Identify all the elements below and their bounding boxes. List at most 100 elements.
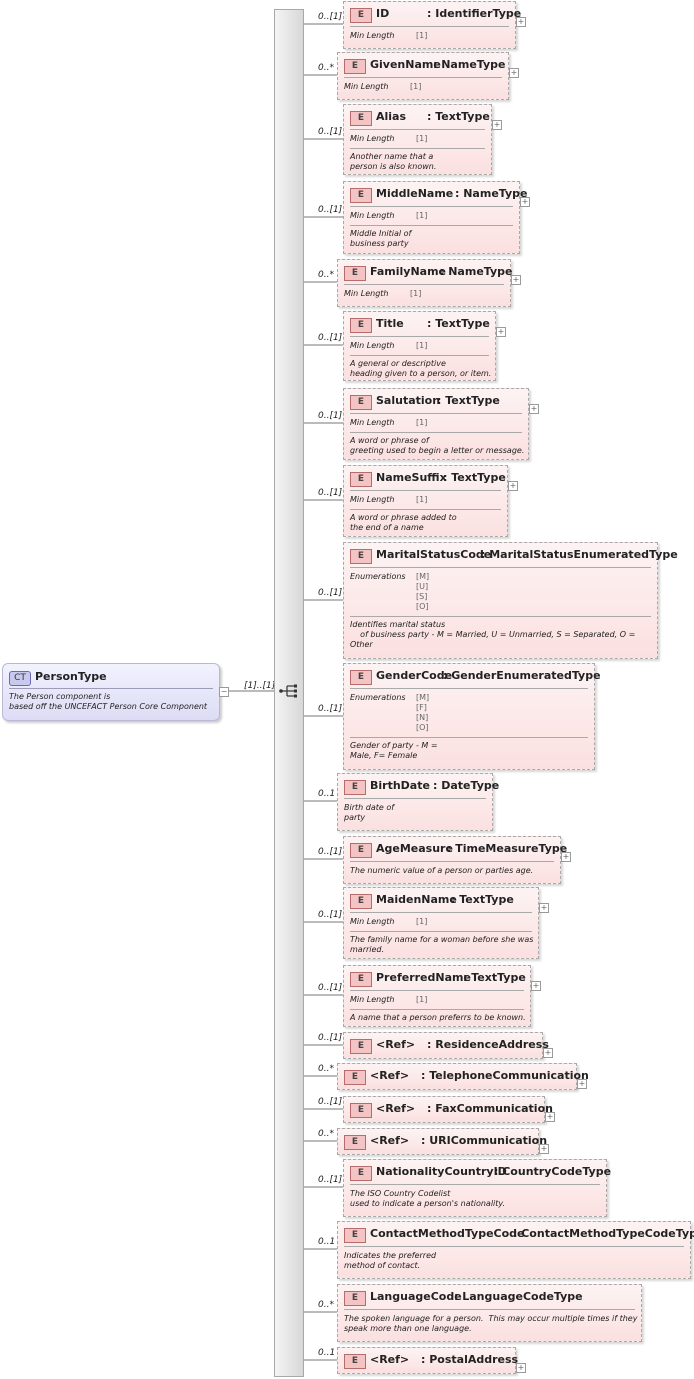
element-cardinality: 0..* xyxy=(318,270,334,280)
element-type: : TimeMeasureType xyxy=(447,842,568,855)
element-name: <Ref> xyxy=(370,1134,410,1147)
expand-icon[interactable]: + xyxy=(539,903,549,913)
expand-icon[interactable]: + xyxy=(529,404,539,414)
sequence-cardinality: [1]..[1] xyxy=(244,681,276,691)
element-cardinality: 0..1 xyxy=(318,1237,336,1247)
element-name: Alias xyxy=(376,110,407,123)
element-tag-icon: E xyxy=(350,395,372,410)
divider xyxy=(344,1309,635,1310)
expand-icon[interactable]: + xyxy=(508,481,518,491)
element-cardinality: 0..* xyxy=(318,63,334,73)
complex-type-name: PersonType xyxy=(35,670,107,683)
element-doc: A word or phrase of greeting used to beg… xyxy=(350,436,525,455)
element-name: <Ref> xyxy=(370,1353,410,1366)
element-type: : MaritalStatusEnumeratedType xyxy=(481,548,678,561)
element-box[interactable]: E<Ref>: PostalAddress xyxy=(337,1347,518,1374)
divider xyxy=(350,990,524,991)
divider xyxy=(350,912,532,913)
expand-icon[interactable]: + xyxy=(520,197,530,207)
expand-icon[interactable]: + xyxy=(561,852,571,862)
element-doc: A word or phrase added to the end of a n… xyxy=(350,513,457,532)
element-doc: Gender of party - M = Male, F= Female xyxy=(350,741,438,760)
expand-icon[interactable]: + xyxy=(577,1079,587,1089)
element-cardinality: 0..* xyxy=(318,1129,334,1139)
element-box[interactable]: E<Ref>: TelephoneCommunication xyxy=(337,1063,589,1090)
facet-label: Enumerations xyxy=(350,572,406,581)
expand-icon[interactable]: + xyxy=(539,1144,549,1154)
expand-icon[interactable]: + xyxy=(511,275,521,285)
element-type: : IdentifierType xyxy=(427,7,522,20)
expand-icon[interactable]: + xyxy=(509,68,519,78)
element-name: MaidenName xyxy=(376,893,457,906)
element-type: : CountryCodeType xyxy=(494,1165,612,1178)
element-type: : DateType xyxy=(433,779,500,792)
element-name: <Ref> xyxy=(376,1102,416,1115)
expand-icon[interactable]: + xyxy=(516,17,526,27)
element-name: BirthDate xyxy=(370,779,430,792)
expand-icon[interactable]: + xyxy=(492,120,502,130)
expand-icon[interactable]: + xyxy=(545,1112,555,1122)
element-doc: Birth date of party xyxy=(344,803,395,822)
element-tag-icon: E xyxy=(350,318,372,333)
element-cardinality: 0..[1] xyxy=(318,333,343,343)
element-tag-icon: E xyxy=(350,8,372,23)
divider xyxy=(344,77,502,78)
divider xyxy=(9,688,213,689)
expand-icon[interactable]: + xyxy=(516,1363,526,1373)
element-cardinality: 0..* xyxy=(318,1300,334,1310)
element-doc: Indicates the preferred method of contac… xyxy=(344,1251,437,1270)
element-name: GenderCode xyxy=(376,669,453,682)
element-box[interactable]: E<Ref>: FaxCommunication xyxy=(343,1096,553,1123)
facet-label: Min Length xyxy=(350,495,395,504)
element-tag-icon: E xyxy=(344,266,366,281)
divider xyxy=(350,129,485,130)
collapse-icon[interactable]: − xyxy=(219,687,229,697)
element-doc: A general or descriptive heading given t… xyxy=(350,359,492,378)
expand-icon[interactable]: + xyxy=(543,1048,553,1058)
element-cardinality: 0..[1] xyxy=(318,704,343,714)
facet-value: [N] xyxy=(416,713,429,722)
element-cardinality: 0..[1] xyxy=(318,205,343,215)
element-name: Salutation xyxy=(376,394,441,407)
divider xyxy=(350,206,513,207)
complex-type-tag: CT xyxy=(9,671,31,686)
divider xyxy=(350,148,485,149)
element-cardinality: 0..1 xyxy=(318,1348,336,1358)
sequence-bar xyxy=(274,9,304,1377)
expand-icon[interactable]: + xyxy=(531,981,541,991)
complex-type-persontype[interactable]: CT PersonType The Person component is ba… xyxy=(2,663,220,721)
element-cardinality: 0..[1] xyxy=(318,983,343,993)
divider xyxy=(350,509,501,510)
element-type: : ResidenceAddress xyxy=(427,1038,549,1051)
element-name: GivenName xyxy=(370,58,441,71)
element-type: : NameType xyxy=(455,187,528,200)
element-type: : FaxCommunication xyxy=(427,1102,553,1115)
element-name: MaritalStatusCode xyxy=(376,548,492,561)
element-type: : TextType xyxy=(451,893,514,906)
facet-label: Min Length xyxy=(350,134,395,143)
element-tag-icon: E xyxy=(350,843,372,858)
element-box[interactable]: E<Ref>: ResidenceAddress xyxy=(343,1032,549,1059)
element-box[interactable]: E<Ref>: URICommunication xyxy=(337,1128,547,1155)
facet-label: Min Length xyxy=(350,341,395,350)
element-tag-icon: E xyxy=(350,111,372,126)
expand-icon[interactable]: + xyxy=(496,327,506,337)
